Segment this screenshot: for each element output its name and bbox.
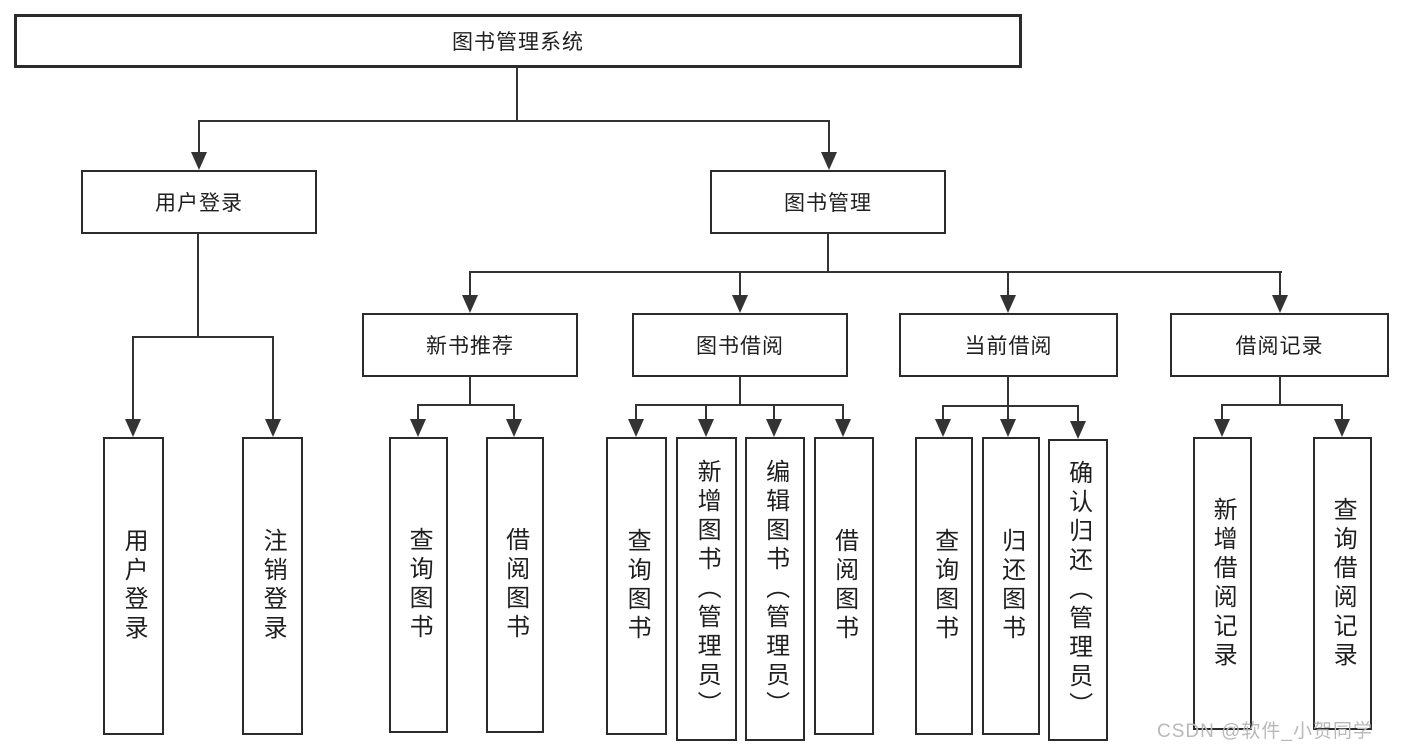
arrowhead-down-icon xyxy=(506,419,522,437)
connector-line xyxy=(705,404,707,422)
leaf-add-borrow-record: 新增借阅记录 xyxy=(1193,437,1252,730)
connector-line xyxy=(1077,405,1079,423)
node-current-borrowing: 当前借阅 xyxy=(899,313,1118,377)
arrowhead-down-icon xyxy=(732,295,748,313)
arrowhead-down-icon xyxy=(191,152,207,170)
arrowhead-down-icon xyxy=(766,419,782,437)
arrowhead-down-icon xyxy=(698,419,714,437)
arrowhead-down-icon xyxy=(1000,295,1016,313)
leaf-borrow-books-recommend: 借阅图书 xyxy=(486,437,544,733)
node-label: 借阅图书 xyxy=(501,527,529,643)
node-label: 查询借阅记录 xyxy=(1329,496,1357,671)
node-label: 新增借阅记录 xyxy=(1209,496,1237,671)
connector-line xyxy=(773,404,775,422)
connector-line xyxy=(739,376,741,406)
arrowhead-down-icon xyxy=(462,295,478,313)
leaf-logout: 注销登录 xyxy=(242,437,303,735)
arrowhead-down-icon xyxy=(935,419,951,437)
connector-line xyxy=(942,405,1079,407)
connector-line xyxy=(469,271,1282,273)
node-label: 图书管理系统 xyxy=(452,31,584,54)
connector-line xyxy=(132,336,134,422)
node-label: 查询图书 xyxy=(623,528,651,644)
arrowhead-down-icon xyxy=(1000,419,1016,437)
leaf-return-books: 归还图书 xyxy=(982,437,1040,735)
arrowhead-down-icon xyxy=(1272,295,1288,313)
node-label: 注销登录 xyxy=(259,528,287,644)
connector-line xyxy=(516,67,518,122)
connector-line xyxy=(1341,404,1343,422)
node-label: 查询图书 xyxy=(405,527,433,643)
leaf-user-login: 用户登录 xyxy=(103,437,164,735)
connector-line xyxy=(1007,271,1009,298)
node-label: 图书借阅 xyxy=(696,335,784,358)
node-label: 当前借阅 xyxy=(964,335,1053,358)
connector-line xyxy=(1279,271,1281,298)
leaf-query-borrow-record: 查询借阅记录 xyxy=(1313,437,1372,730)
connector-line xyxy=(1279,376,1281,406)
connector-line xyxy=(513,404,515,422)
connector-line xyxy=(469,376,471,406)
node-borrowing-records: 借阅记录 xyxy=(1170,313,1389,377)
node-label: 确认归还（管理员） xyxy=(1064,459,1092,721)
connector-line xyxy=(132,336,274,338)
connector-line xyxy=(942,405,944,423)
connector-line xyxy=(469,271,471,298)
arrowhead-down-icon xyxy=(1070,421,1086,439)
connector-line xyxy=(739,271,741,298)
connector-line xyxy=(827,233,829,273)
arrowhead-down-icon xyxy=(1334,419,1350,437)
leaf-add-books-admin: 新增图书（管理员） xyxy=(676,437,737,741)
node-label: 编辑图书（管理员） xyxy=(761,458,789,720)
connector-line xyxy=(842,404,844,422)
connector-line xyxy=(198,120,830,122)
node-library-management-system: 图书管理系统 xyxy=(14,14,1022,68)
connector-line xyxy=(417,404,419,422)
leaf-confirm-return-admin: 确认归还（管理员） xyxy=(1048,439,1108,741)
node-label: 用户登录 xyxy=(155,192,243,215)
connector-line xyxy=(635,404,637,422)
connector-line xyxy=(417,404,515,406)
node-label: 图书管理 xyxy=(784,192,872,215)
connector-line xyxy=(198,120,200,155)
arrowhead-down-icon xyxy=(265,419,281,437)
node-label: 新增图书（管理员） xyxy=(693,458,721,720)
leaf-query-books-recommend: 查询图书 xyxy=(389,437,448,733)
node-label: 新书推荐 xyxy=(426,335,514,358)
node-label: 查询图书 xyxy=(930,528,958,644)
arrowhead-down-icon xyxy=(628,419,644,437)
node-user-login: 用户登录 xyxy=(81,170,317,234)
connector-line xyxy=(1007,405,1009,423)
arrowhead-down-icon xyxy=(410,419,426,437)
node-new-book-recommendation: 新书推荐 xyxy=(362,313,578,377)
connector-line xyxy=(272,336,274,422)
leaf-query-books-current: 查询图书 xyxy=(915,437,973,735)
leaf-query-books-borrow: 查询图书 xyxy=(606,437,667,735)
arrowhead-down-icon xyxy=(821,152,837,170)
leaf-borrow-books: 借阅图书 xyxy=(814,437,874,735)
csdn-watermark: CSDN @软件_小贺同学 xyxy=(1157,721,1373,742)
connector-line xyxy=(1221,404,1223,422)
connector-line xyxy=(1007,376,1009,407)
arrowhead-down-icon xyxy=(125,419,141,437)
connector-line xyxy=(635,404,844,406)
node-label: 借阅记录 xyxy=(1235,335,1324,358)
connector-line xyxy=(1221,404,1343,406)
node-label: 用户登录 xyxy=(120,528,148,644)
node-book-management: 图书管理 xyxy=(710,170,946,234)
node-label: 归还图书 xyxy=(997,528,1025,644)
arrowhead-down-icon xyxy=(835,419,851,437)
arrowhead-down-icon xyxy=(1214,419,1230,437)
connector-line xyxy=(197,233,199,338)
connector-line xyxy=(828,120,830,155)
leaf-edit-books-admin: 编辑图书（管理员） xyxy=(745,437,805,741)
node-book-borrowing: 图书借阅 xyxy=(632,313,848,377)
node-label: 借阅图书 xyxy=(830,528,858,644)
